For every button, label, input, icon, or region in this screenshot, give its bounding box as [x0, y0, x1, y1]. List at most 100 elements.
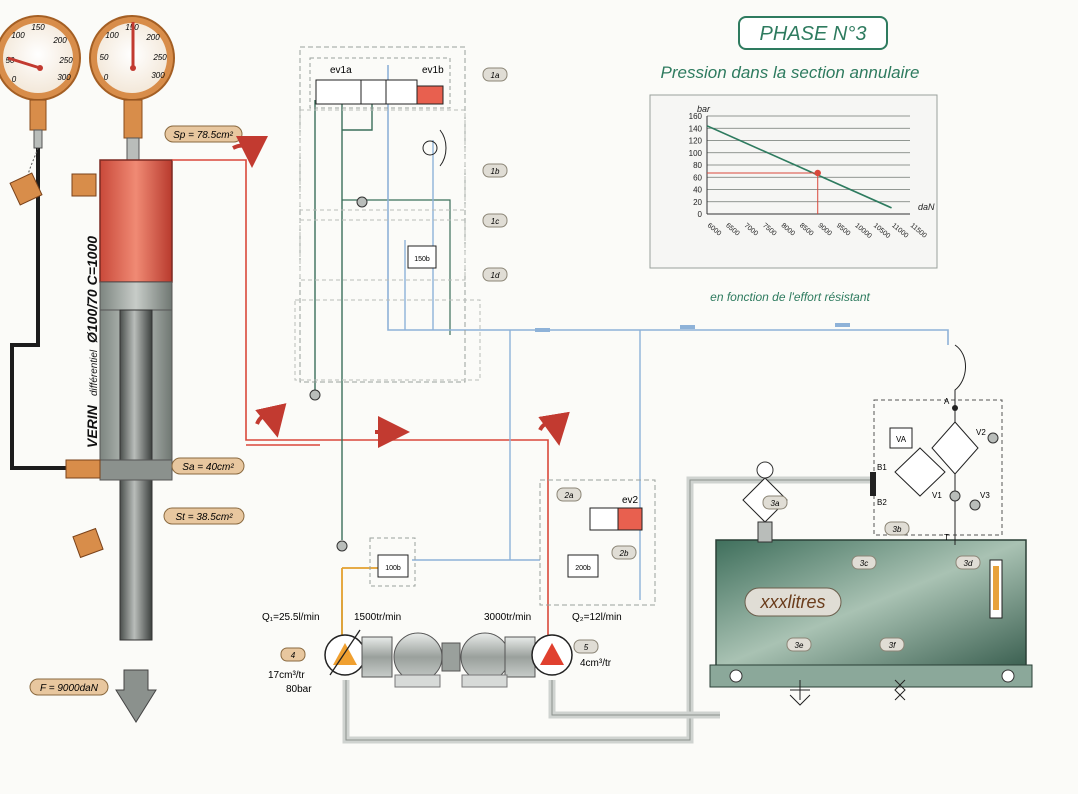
chart-y-tick: 60: [693, 173, 702, 182]
relief-valve-2b[interactable]: 200b: [567, 554, 599, 578]
ref-2a: 2a: [556, 487, 582, 502]
chart-y-tick: 120: [689, 137, 703, 146]
ref-2b: 2b: [611, 545, 637, 560]
gauge-cap-icon: [9, 172, 43, 206]
svg-text:Sp = 78.5cm²: Sp = 78.5cm²: [173, 130, 233, 141]
svg-text:1d: 1d: [491, 271, 500, 280]
svg-text:1b: 1b: [491, 167, 500, 176]
svg-text:3b: 3b: [893, 525, 902, 534]
ev1a-label: ev1a: [330, 65, 352, 76]
return-filter-icon: [931, 421, 979, 475]
svg-text:3d: 3d: [964, 559, 973, 568]
tank-volume: xxxlitres: [759, 592, 825, 612]
st-label: St = 38.5cm²: [163, 507, 245, 525]
valve-block-2: [539, 479, 656, 606]
drain-valve-icon[interactable]: [789, 680, 811, 706]
gauge-tick: 250: [152, 53, 167, 62]
port-b2-label: B2: [877, 498, 887, 507]
sa-label: Sa = 40cm²: [171, 457, 245, 475]
q1-label: Q₁=25.5l/min: [262, 612, 320, 623]
ref-1a: 1a: [482, 67, 508, 82]
chart-y-tick: 40: [693, 186, 702, 195]
filter-block: [873, 399, 1003, 536]
pressure-gauge-left: 150 100 200 50 250 0 300: [0, 15, 81, 149]
q2-label: Q₂=12l/min: [572, 612, 622, 623]
chart-title: Pression dans la section annulaire: [661, 63, 920, 82]
gauge-tick: 0: [104, 73, 109, 82]
chart-series-line: [706, 125, 892, 209]
electric-motor-2: [460, 632, 536, 688]
suction-filter-icon: [894, 447, 946, 497]
svg-text:3a: 3a: [771, 499, 780, 508]
ref-1d: 1d: [482, 267, 508, 282]
svg-text:F = 9000daN: F = 9000daN: [40, 683, 99, 694]
svg-text:5: 5: [584, 643, 589, 652]
gauge-tick: 100: [105, 31, 119, 40]
coupling: [441, 642, 461, 672]
va-indicator: [889, 427, 913, 449]
svg-text:3c: 3c: [860, 559, 868, 568]
svg-text:4: 4: [291, 651, 296, 660]
speed1-label: 1500tr/min: [354, 612, 401, 623]
gauge-tick: 150: [31, 23, 45, 32]
ev1b-label: ev1b: [422, 65, 444, 76]
relief-2b-label: 200b: [575, 565, 591, 572]
chart-marker-point: [814, 169, 821, 177]
pmax1-label: 80bar: [286, 684, 312, 695]
cylinder-label-dims: Ø100/70 C=1000: [84, 236, 100, 343]
chart-y-tick: 80: [693, 161, 702, 170]
relief-valve-1d[interactable]: 150b: [407, 245, 437, 269]
directional-valve-ev1[interactable]: ev1a ev1b: [315, 65, 444, 105]
ref-4: 4: [280, 647, 306, 662]
drain-valve-icon[interactable]: [894, 679, 906, 701]
v2-label: V2: [976, 428, 986, 437]
gauge-tick: 300: [151, 71, 165, 80]
v3-label: V3: [980, 491, 990, 500]
chart-y-tick: 140: [689, 124, 703, 133]
relief-4-label: 100b: [385, 565, 401, 572]
phase-box: [738, 16, 888, 50]
pilot-line: [314, 100, 343, 640]
ref-3e: 3e: [786, 637, 812, 652]
cylinder-label-main: VERIN: [84, 404, 100, 448]
speed2-label: 3000tr/min: [484, 612, 531, 623]
gauge-tick: 0: [12, 75, 17, 84]
svg-text:3e: 3e: [795, 641, 804, 650]
svg-text:1c: 1c: [491, 217, 499, 226]
check-valve-icon: [356, 196, 368, 208]
disp2-label: 4cm³/tr: [580, 658, 612, 669]
port-a-label: A: [944, 397, 950, 406]
gauge-tick: 100: [11, 31, 25, 40]
v1-label: V1: [932, 491, 942, 500]
relief-valve-4[interactable]: 100b: [377, 554, 409, 578]
va-label: VA: [896, 435, 907, 444]
chart-ylabel: bar: [697, 104, 711, 114]
svg-text:2b: 2b: [619, 549, 629, 558]
ref-1c: 1c: [482, 213, 508, 228]
cylinder-label-sub: différentiel: [89, 349, 100, 396]
force-arrow-icon: [115, 669, 157, 723]
svg-text:1a: 1a: [491, 71, 500, 80]
ref-5: 5: [573, 639, 599, 654]
bottom-cap-icon: [72, 527, 104, 559]
svg-text:Sa = 40cm²: Sa = 40cm²: [182, 462, 234, 473]
directional-valve-ev2[interactable]: ev2: [589, 495, 643, 531]
ref-3b: 3b: [884, 521, 910, 536]
ref-3f: 3f: [879, 637, 905, 652]
chart-y-tick: 20: [693, 198, 702, 207]
svg-text:St = 38.5cm²: St = 38.5cm²: [176, 512, 234, 523]
gauge-tick: 200: [145, 33, 160, 42]
valve-block-1: [299, 46, 466, 383]
force-label: F = 9000daN: [29, 678, 109, 696]
gauge-tick: 250: [58, 56, 73, 65]
gauge-tick: 300: [57, 73, 71, 82]
pressure-line: [172, 159, 549, 640]
gauge-tick: 200: [52, 36, 67, 45]
differential-cylinder: [65, 159, 173, 723]
ev2-label: ev2: [622, 495, 639, 506]
return-line: [387, 65, 949, 345]
pump1-line: [341, 567, 380, 640]
svg-text:2a: 2a: [564, 491, 574, 500]
